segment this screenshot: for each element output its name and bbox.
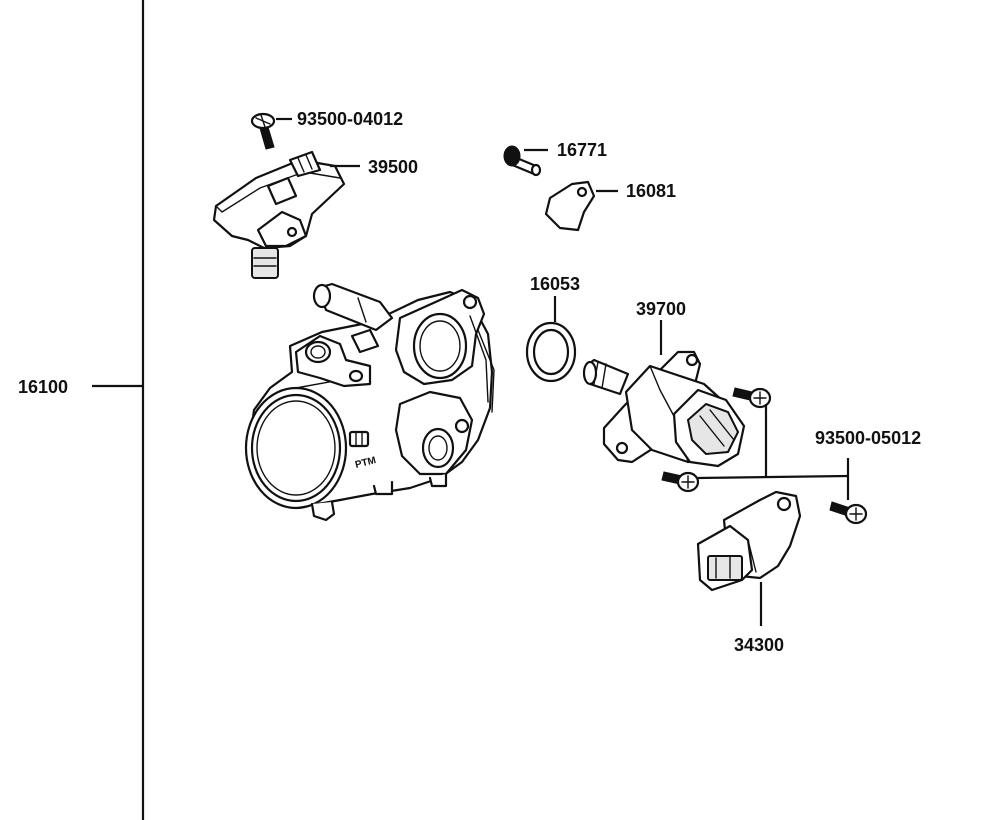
assembly-bracket bbox=[92, 0, 145, 820]
throttle-body[interactable]: PTM bbox=[244, 282, 495, 522]
label-93500-04012[interactable]: 93500-04012 bbox=[297, 109, 403, 129]
valve-39700[interactable] bbox=[582, 350, 746, 468]
label-16081[interactable]: 16081 bbox=[626, 181, 676, 201]
screw-93500-05012-lower[interactable] bbox=[829, 501, 868, 525]
leader-93500-05012 bbox=[697, 404, 850, 500]
pin-16771[interactable] bbox=[503, 145, 542, 177]
label-16053[interactable]: 16053 bbox=[530, 274, 580, 294]
sensor-34300[interactable] bbox=[696, 490, 802, 592]
label-16100[interactable]: 16100 bbox=[18, 377, 68, 397]
label-34300[interactable]: 34300 bbox=[734, 635, 784, 655]
plate-16081[interactable] bbox=[544, 180, 596, 232]
screw-93500-05012-upper[interactable] bbox=[732, 387, 772, 409]
throttle-body-marking: PTM bbox=[354, 455, 377, 471]
screw-93500-04012[interactable] bbox=[250, 112, 276, 150]
screw-93500-05012-middle[interactable] bbox=[661, 471, 700, 493]
sensor-39500[interactable] bbox=[212, 150, 346, 279]
o-ring-16053[interactable] bbox=[525, 321, 577, 383]
label-16771[interactable]: 16771 bbox=[557, 140, 607, 160]
label-39700[interactable]: 39700 bbox=[636, 299, 686, 319]
label-39500[interactable]: 39500 bbox=[368, 157, 418, 177]
label-93500-05012[interactable]: 93500-05012 bbox=[815, 428, 921, 448]
